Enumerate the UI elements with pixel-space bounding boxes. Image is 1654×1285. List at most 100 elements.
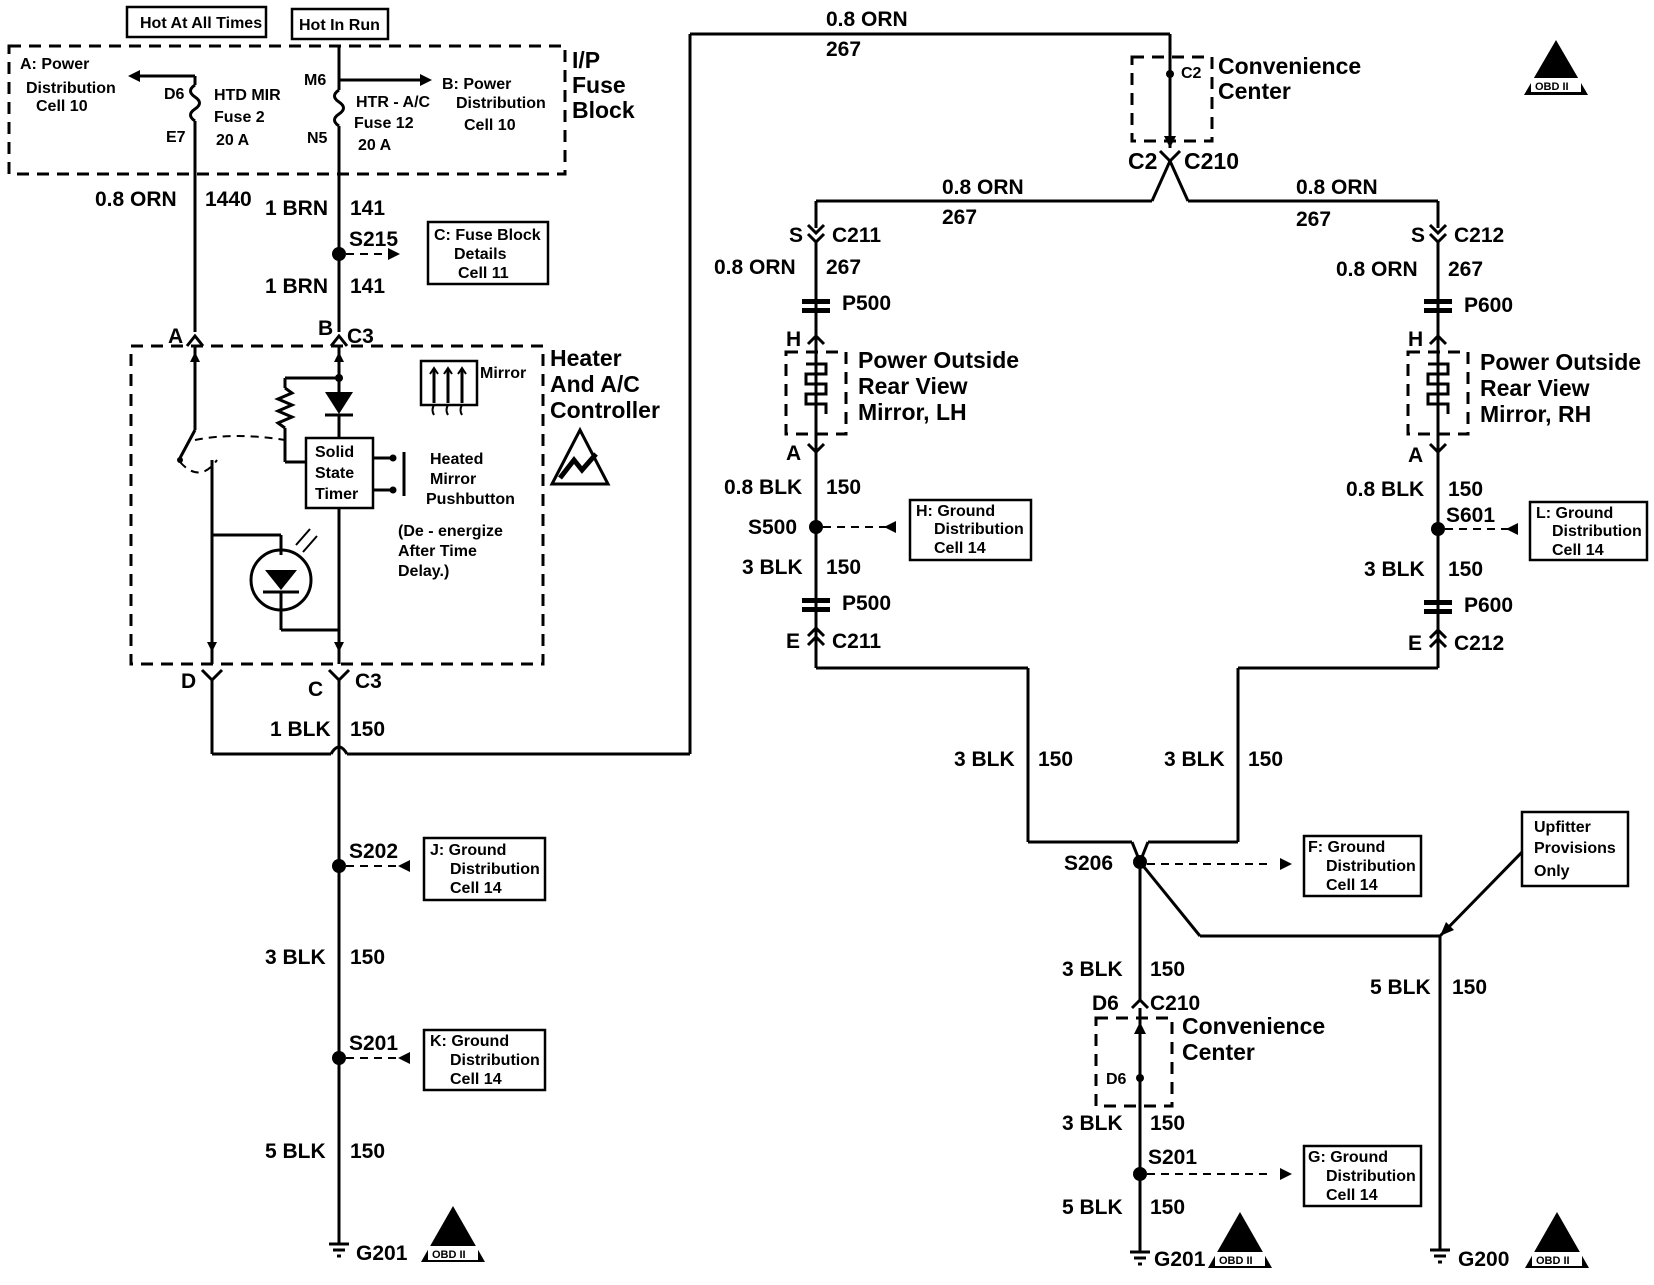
svg-text:M6: M6 xyxy=(304,72,326,89)
ground-distribution-ref-j[interactable]: J: Ground Distribution Cell 14 xyxy=(422,836,547,902)
svg-text:Distribution: Distribution xyxy=(456,95,546,112)
svg-text:S201: S201 xyxy=(349,1032,398,1055)
obd-ii-icon: OBD II xyxy=(421,1206,485,1262)
splice-s215 xyxy=(332,247,346,261)
mirror-lh-heater xyxy=(804,356,828,432)
svg-text:OBD II: OBD II xyxy=(1535,81,1569,93)
svg-text:OBD II: OBD II xyxy=(1536,1255,1570,1267)
svg-text:HTD MIR: HTD MIR xyxy=(214,87,281,104)
svg-text:150: 150 xyxy=(1248,748,1283,771)
svg-text:S202: S202 xyxy=(349,840,398,863)
svg-text:Solid: Solid xyxy=(315,444,354,461)
svg-text:Cell 14: Cell 14 xyxy=(1552,542,1604,559)
svg-text:Hot At All Times: Hot At All Times xyxy=(140,15,262,32)
svg-text:C211: C211 xyxy=(832,224,881,247)
svg-text:After Time: After Time xyxy=(398,543,477,560)
htd-mir-fuse-2: D6 E7 HTD MIR Fuse 2 20 A xyxy=(164,76,281,175)
inline-connector-p500-lower: P500 xyxy=(802,592,891,615)
svg-text:267: 267 xyxy=(1448,258,1483,281)
svg-text:C212: C212 xyxy=(1454,224,1504,247)
solid-state-timer: Solid State Timer xyxy=(304,436,375,510)
svg-text:Provisions: Provisions xyxy=(1534,840,1616,857)
mirror-label: Mirror xyxy=(480,365,526,382)
svg-text:C2: C2 xyxy=(1128,148,1157,174)
svg-text:A: A xyxy=(786,442,801,465)
svg-text:HTR - A/C: HTR - A/C xyxy=(356,94,431,111)
fuse-block-details-ref[interactable]: C: Fuse Block Details Cell 11 xyxy=(426,220,550,286)
svg-text:Cell 14: Cell 14 xyxy=(1326,877,1378,894)
svg-text:Center: Center xyxy=(1218,78,1291,104)
ground-g201: G201 xyxy=(329,1242,408,1265)
power-distribution-ref-b[interactable]: B: Power Distribution Cell 10 xyxy=(442,76,546,134)
ground-distribution-ref-h[interactable]: H: Ground Distribution Cell 14 xyxy=(908,498,1033,562)
ground-distribution-ref-g[interactable]: G: Ground Distribution Cell 14 xyxy=(1302,1144,1423,1208)
convenience-center-lower xyxy=(1094,1016,1174,1108)
svg-text:S601: S601 xyxy=(1446,504,1495,527)
ground-distribution-ref-k[interactable]: K: Ground Distribution Cell 14 xyxy=(422,1028,547,1092)
upfitter-provisions-ref[interactable]: Upfitter Provisions Only xyxy=(1520,810,1630,888)
svg-text:267: 267 xyxy=(942,206,977,229)
svg-text:Rear View: Rear View xyxy=(858,373,968,399)
svg-text:S201: S201 xyxy=(1148,1146,1197,1169)
hot-in-run-label: Hot In Run xyxy=(290,7,390,41)
svg-text:Hot In Run: Hot In Run xyxy=(299,17,380,34)
svg-text:267: 267 xyxy=(826,256,861,279)
wire-267-circuit: 267 xyxy=(826,38,861,61)
svg-text:(De - energize: (De - energize xyxy=(398,523,503,540)
svg-text:20 A: 20 A xyxy=(358,137,392,154)
svg-text:Controller: Controller xyxy=(550,397,660,423)
fuse-block-outline xyxy=(7,44,567,176)
svg-text:B: Power: B: Power xyxy=(442,76,511,93)
svg-text:150: 150 xyxy=(350,718,385,741)
svg-text:Distribution: Distribution xyxy=(26,80,116,97)
svg-text:S206: S206 xyxy=(1064,852,1113,875)
svg-text:Upfitter: Upfitter xyxy=(1534,819,1591,836)
wire-1440-color: 0.8 ORN xyxy=(95,188,177,211)
wire-1440-circuit: 1440 xyxy=(205,188,252,211)
mirror-rh-heater xyxy=(1426,356,1450,432)
svg-text:OBD II: OBD II xyxy=(1219,1255,1253,1267)
svg-text:Block: Block xyxy=(572,97,635,123)
svg-text:141: 141 xyxy=(350,275,385,298)
inline-connector-p600-upper: P600 xyxy=(1424,294,1513,317)
svg-text:Rear View: Rear View xyxy=(1480,375,1590,401)
svg-text:Timer: Timer xyxy=(315,486,358,503)
svg-text:G: Ground: G: Ground xyxy=(1308,1149,1388,1166)
svg-text:A: A xyxy=(168,325,183,348)
svg-text:Convenience: Convenience xyxy=(1182,1013,1325,1039)
svg-text:5 BLK: 5 BLK xyxy=(1062,1196,1123,1219)
svg-text:P500: P500 xyxy=(842,292,891,315)
mirror-rh-outline xyxy=(1406,350,1470,436)
ground-distribution-ref-f[interactable]: F: Ground Distribution Cell 14 xyxy=(1302,834,1423,898)
wire-150-controller-color: 1 BLK xyxy=(270,718,331,741)
obd-ii-icon-g201-right: OBD II xyxy=(1208,1212,1272,1268)
ground-distribution-ref-l[interactable]: L: Ground Distribution Cell 14 xyxy=(1528,500,1649,562)
svg-text:3 BLK: 3 BLK xyxy=(742,556,803,579)
power-distribution-ref-a[interactable]: A: Power Distribution Cell 10 xyxy=(20,56,116,115)
svg-text:D6: D6 xyxy=(164,86,185,103)
svg-text:G201: G201 xyxy=(1154,1248,1206,1271)
svg-text:S: S xyxy=(1411,224,1425,247)
svg-text:3 BLK: 3 BLK xyxy=(1062,1112,1123,1135)
svg-text:0.8 BLK: 0.8 BLK xyxy=(1346,478,1424,501)
heated-mirror-pushbutton[interactable]: Heated Mirror Pushbutton xyxy=(373,451,515,508)
svg-text:5 BLK: 5 BLK xyxy=(1370,976,1431,999)
svg-text:L: Ground: L: Ground xyxy=(1536,505,1613,522)
svg-text:Fuse: Fuse xyxy=(572,72,626,98)
svg-text:Distribution: Distribution xyxy=(934,521,1024,538)
svg-text:150: 150 xyxy=(826,556,861,579)
svg-text:Heated: Heated xyxy=(430,451,483,468)
hot-at-all-times-label: Hot At All Times xyxy=(125,5,268,39)
svg-text:P500: P500 xyxy=(842,592,891,615)
controller-title: Heater xyxy=(550,345,622,371)
svg-text:Cell 14: Cell 14 xyxy=(450,1071,502,1088)
ground-g201-right: G201 xyxy=(1130,1248,1206,1271)
svg-text:State: State xyxy=(315,465,354,482)
svg-text:Delay.): Delay.) xyxy=(398,563,449,580)
svg-text:150: 150 xyxy=(350,946,385,969)
svg-text:C2: C2 xyxy=(1181,65,1202,82)
svg-text:0.8 BLK: 0.8 BLK xyxy=(724,476,802,499)
svg-text:C3: C3 xyxy=(355,670,382,693)
svg-text:F: Ground: F: Ground xyxy=(1308,839,1385,856)
